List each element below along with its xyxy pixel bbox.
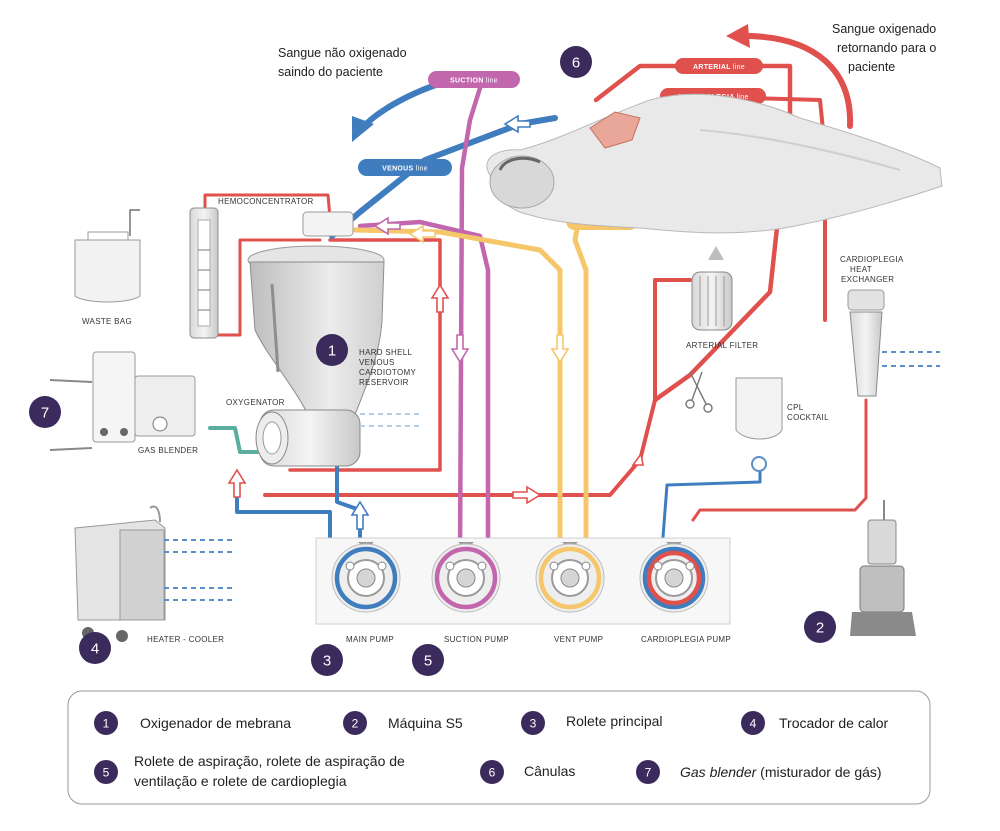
heater-cooler — [74, 505, 235, 642]
legend-label: Rolete principal — [566, 713, 663, 729]
svg-text:ARTERIAL line: ARTERIAL line — [693, 64, 745, 71]
cpl-feed-line — [660, 466, 762, 552]
arterial-filter — [691, 246, 733, 331]
legend-label: Gas blender (misturador de gás) — [680, 764, 882, 780]
reservoir-label: HARD SHELL VENOUS CARDIOTOMY RESERVOIR — [359, 348, 418, 387]
badge-main-pump: 3 — [311, 644, 343, 676]
pump-label-4: CARDIOPLEGIA PUMP — [641, 635, 731, 644]
patient-illustration — [486, 93, 943, 234]
venous-line-pill: VENOUS line — [358, 159, 452, 176]
roller-pump-4 — [639, 542, 709, 613]
red-bottom-line — [263, 278, 692, 497]
badge-suction-pump: 5 — [412, 644, 444, 676]
main-pump-inlet-line — [335, 430, 362, 552]
waste-bag-label: WASTE BAG — [82, 317, 132, 326]
legend-label: Oxigenador de mebrana — [140, 715, 291, 731]
oxygenated-annotation: Sangue oxigenado retornando para o pacie… — [832, 22, 940, 74]
legend-item-3: 3 Rolete principal — [521, 711, 663, 735]
scissors-icon — [685, 371, 713, 413]
legend-item-6: 6 Cânulas — [480, 760, 575, 784]
legend-label: Máquina S5 — [388, 715, 463, 731]
badge-blender: 7 — [29, 396, 61, 428]
oxygenator — [255, 409, 420, 467]
svg-text:5: 5 — [103, 766, 110, 780]
roller-pump-1 — [331, 542, 401, 613]
heat-exchanger-label: CARDIOPLEGIA HEAT EXCHANGER — [840, 255, 906, 284]
svg-text:4: 4 — [750, 717, 757, 731]
gas-blender-label: GAS BLENDER — [138, 446, 198, 455]
svg-text:5: 5 — [424, 653, 432, 670]
cpl-cocktail-bag — [735, 377, 783, 472]
roller-pump-3 — [535, 542, 605, 613]
suction-line-pill: SUCTION line — [428, 71, 520, 88]
legend-item-4: 4 Trocador de calor — [741, 711, 889, 735]
legend-item-1: 1 Oxigenador de mebrana — [94, 711, 291, 735]
arterial-line-pill: ARTERIAL line — [675, 58, 763, 74]
legend-label: Cânulas — [524, 763, 575, 779]
pump-label-2: SUCTION PUMP — [444, 635, 509, 644]
badge-cannulas: 6 — [560, 46, 592, 78]
svg-text:SUCTION line: SUCTION line — [450, 78, 498, 85]
hemoconcentrator-return-line — [206, 238, 322, 337]
roller-pump-2 — [431, 542, 501, 613]
unoxygenated-annotation: Sangue não oxigenado saindo do paciente — [278, 46, 410, 79]
s5-machine — [850, 500, 916, 636]
svg-text:3: 3 — [323, 653, 331, 670]
badge-oxygenator: 1 — [316, 334, 348, 366]
cardioplegia-heat-exchanger — [847, 289, 940, 397]
gas-line — [208, 426, 262, 454]
badge-heater: 4 — [79, 632, 111, 664]
vent-line-path — [352, 227, 563, 563]
svg-text:VENOUS line: VENOUS line — [382, 166, 428, 173]
pump-label-1: MAIN PUMP — [346, 635, 394, 644]
legend-item-2: 2 Máquina S5 — [343, 711, 463, 735]
red-recirculation-line — [288, 238, 442, 472]
svg-text:6: 6 — [572, 55, 580, 72]
gas-blender — [49, 351, 196, 451]
legend-label: Rolete de aspiração, rolete de aspiração… — [134, 753, 409, 789]
oxygenator-label: OXYGENATOR — [226, 398, 285, 407]
suction-line-path — [457, 85, 483, 563]
svg-text:6: 6 — [489, 766, 496, 780]
svg-text:7: 7 — [41, 405, 49, 422]
svg-text:1: 1 — [328, 343, 336, 360]
svg-text:3: 3 — [530, 717, 537, 731]
svg-text:1: 1 — [103, 717, 110, 731]
arterial-filter-label: ARTERIAL FILTER — [686, 341, 758, 350]
svg-text:7: 7 — [645, 766, 652, 780]
cardioplegia-to-exchanger-line — [691, 398, 868, 522]
badge-machine: 2 — [804, 611, 836, 643]
waste-bag — [74, 209, 141, 303]
cpl-cocktail-label: CPL COCKTAIL — [787, 403, 829, 422]
pump-label-3: VENT PUMP — [554, 635, 603, 644]
svg-text:4: 4 — [91, 641, 99, 658]
svg-text:2: 2 — [816, 620, 824, 637]
hemoconcentrator-label: HEMOCONCENTRATOR — [218, 197, 314, 206]
oxygenated-blood-arrow — [726, 24, 854, 129]
legend-item-7: 7 Gas blender (misturador de gás) — [636, 760, 882, 784]
heater-cooler-label: HEATER - COOLER — [147, 635, 224, 644]
svg-text:2: 2 — [352, 717, 359, 731]
hemoconcentrator — [189, 207, 219, 339]
legend-label: Trocador de calor — [779, 715, 889, 731]
legend-box — [67, 690, 931, 805]
legend-item-5: 5 Rolete de aspiração, rolete de aspiraç… — [94, 753, 409, 789]
